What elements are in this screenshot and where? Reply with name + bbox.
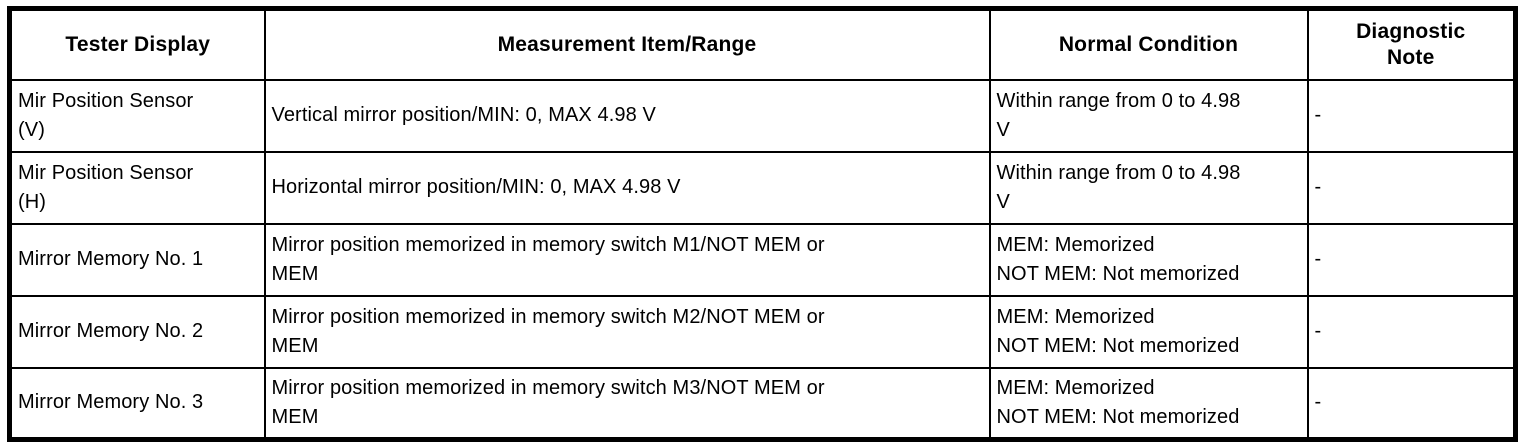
col-header-normal-condition: Normal Condition: [988, 7, 1309, 81]
col-header-measurement-item-range: Measurement Item/Range: [263, 7, 991, 81]
table-header-row: Tester Display Measurement Item/Range No…: [8, 7, 1517, 81]
table-row: Mir Position Sensor (H) Horizontal mirro…: [8, 150, 1517, 225]
cell-measurement-item-range: Horizontal mirror position/MIN: 0, MAX 4…: [263, 150, 991, 225]
cell-measurement-item-range: Mirror position memorized in memory swit…: [263, 294, 991, 369]
cell-diagnostic-note: -: [1306, 150, 1517, 225]
cell-tester-display: Mirror Memory No. 2: [8, 294, 266, 369]
cell-measurement-item-range: Mirror position memorized in memory swit…: [263, 222, 991, 297]
cell-measurement-item-range: Vertical mirror position/MIN: 0, MAX 4.9…: [263, 78, 991, 153]
col-header-tester-display: Tester Display: [8, 7, 266, 81]
cell-normal-condition: MEM: Memorized NOT MEM: Not memorized: [988, 294, 1309, 369]
table-row: Mir Position Sensor (V) Vertical mirror …: [8, 78, 1517, 153]
table-row: Mirror Memory No. 1 Mirror position memo…: [8, 222, 1517, 297]
cell-diagnostic-note: -: [1306, 222, 1517, 297]
cell-tester-display: Mir Position Sensor (H): [8, 150, 266, 225]
cell-diagnostic-note: -: [1306, 78, 1517, 153]
cell-normal-condition: MEM: Memorized NOT MEM: Not memorized: [988, 222, 1309, 297]
cell-tester-display: Mir Position Sensor (V): [8, 78, 266, 153]
col-header-diagnostic-note: Diagnostic Note: [1306, 7, 1517, 81]
cell-measurement-item-range: Mirror position memorized in memory swit…: [263, 366, 991, 441]
cell-normal-condition: Within range from 0 to 4.98 V: [988, 150, 1309, 225]
cell-diagnostic-note: -: [1306, 294, 1517, 369]
cell-normal-condition: Within range from 0 to 4.98 V: [988, 78, 1309, 153]
cell-normal-condition: MEM: Memorized NOT MEM: Not memorized: [988, 366, 1309, 441]
table-row: Mirror Memory No. 3 Mirror position memo…: [8, 366, 1517, 441]
cell-tester-display: Mirror Memory No. 1: [8, 222, 266, 297]
table-row: Mirror Memory No. 2 Mirror position memo…: [8, 294, 1517, 369]
cell-tester-display: Mirror Memory No. 3: [8, 366, 266, 441]
cell-diagnostic-note: -: [1306, 366, 1517, 441]
tester-display-spec-table: Tester Display Measurement Item/Range No…: [7, 6, 1518, 442]
